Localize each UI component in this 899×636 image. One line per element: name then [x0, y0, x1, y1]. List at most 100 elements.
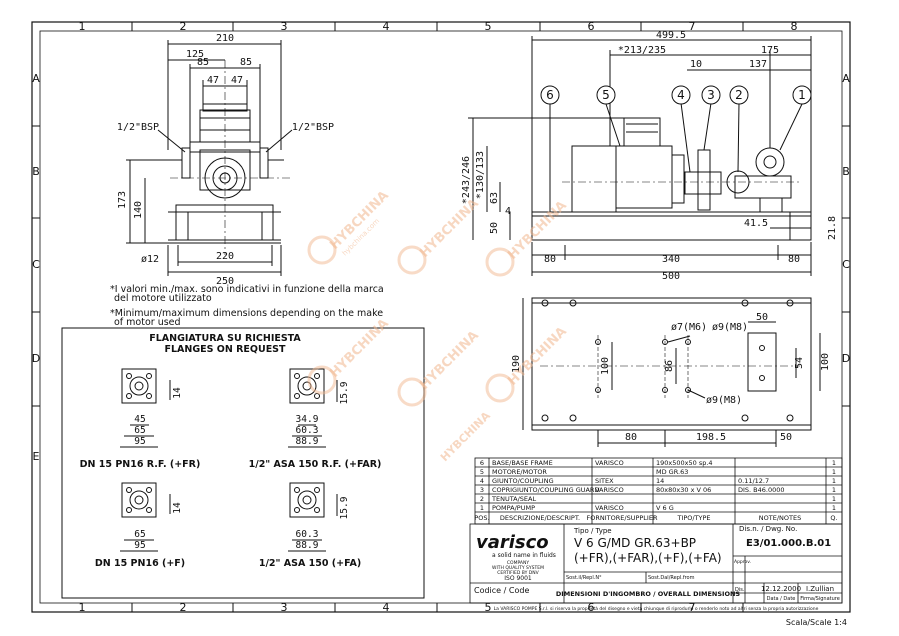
watermark: HYBCHINA hybchina.com HYBCHINA HYBCHINA … — [307, 188, 570, 464]
bom-header-supp: FORNITORE/SUPPLIER — [587, 514, 658, 522]
bom-type: 80x80x30 x V 06 — [656, 486, 711, 494]
dim-85-right: 85 — [240, 57, 252, 68]
drawing-signature: I.Zullian — [806, 585, 834, 593]
dwg-number: E3/01.000.B.01 — [746, 538, 831, 549]
dim-243-246: *243/246 — [461, 156, 472, 204]
bom-desc: COPRIGIUNTO/COUPLING GUARD — [492, 486, 599, 494]
dim-41-5: 41.5 — [744, 218, 768, 229]
f2-d2: 60.3 — [296, 425, 319, 436]
bom-q: 1 — [832, 486, 836, 494]
balloon-3: 3 — [707, 88, 715, 102]
dim-50-plan: 50 — [780, 432, 792, 443]
dim-190: 190 — [511, 355, 522, 373]
dis-label: Dis. — [735, 587, 745, 593]
dim-50-top: 50 — [756, 312, 768, 323]
f3-d3: 95 — [134, 540, 145, 551]
note-it-1: *I valori min./max. sono indicativi in f… — [110, 284, 384, 295]
watermark-logo-icon — [485, 373, 515, 403]
bom-header-desc: DESCRIZIONE/DESCRIPT. — [500, 514, 580, 522]
col-label: 4 — [383, 601, 390, 614]
f1-d2: 65 — [134, 425, 145, 436]
bom-q: 1 — [832, 495, 836, 503]
port-right: 1/2"BSP — [292, 122, 334, 133]
watermark-brand: HYBCHINA — [438, 409, 493, 464]
frame-column-labels: 1 2 3 4 5 6 7 8 1 2 3 4 5 6 7 — [79, 20, 798, 614]
f4-d3: 88.9 — [296, 540, 319, 551]
note-en-2: of motor used — [114, 317, 181, 328]
balloon-1: 1 — [798, 88, 806, 102]
bom-header-note: NOTE/NOTES — [759, 514, 801, 522]
signature-label: Firma/Signature — [800, 596, 840, 602]
watermark-logo-icon — [307, 365, 337, 395]
bom-desc: BASE/BASE FRAME — [492, 459, 553, 467]
cert-line-3: CERTIFIED BY DNV — [497, 570, 539, 576]
bom-row: 4 GIUNTO/COUPLING SITEX 14 0.11/12.7 1 — [480, 477, 836, 485]
f1-d3: 95 — [134, 436, 145, 447]
bom-table: 6 BASE/BASE FRAME VARISCO 190x500x50 sp.… — [474, 459, 837, 522]
bom-header-pos: POS. — [474, 514, 489, 522]
replaced-from-label: Sost.Dal/Repl.from — [648, 575, 695, 581]
f2-d3: 88.9 — [296, 436, 319, 447]
dim-499-5: 499.5 — [656, 30, 686, 41]
side-view-geometry — [126, 40, 293, 276]
watermark-logo-icon — [397, 245, 427, 275]
bom-header-q: Q. — [830, 514, 837, 522]
bom-q: 1 — [832, 468, 836, 476]
balloon-6: 6 — [546, 88, 554, 102]
dim-85-left: 85 — [197, 57, 209, 68]
hole-m8-top: ø9(M8) — [712, 322, 748, 333]
bom-row: 1 POMPA/PUMP VARISCO V 6 G 1 — [480, 504, 836, 512]
bom-q: 1 — [832, 504, 836, 512]
bom-pos: 4 — [480, 477, 484, 485]
hole-m6: ø7(M6) — [671, 322, 707, 333]
cert-line-4: ISO 9001 — [504, 575, 532, 582]
row-label: D — [842, 352, 850, 365]
dim-250: 250 — [216, 276, 234, 287]
col-label: 2 — [180, 20, 187, 33]
row-label: A — [842, 72, 850, 85]
row-label: E — [33, 450, 40, 463]
row-label: A — [32, 72, 40, 85]
col-label: 4 — [383, 20, 390, 33]
col-label: 3 — [281, 20, 288, 33]
dim-130-133: *130/133 — [475, 151, 486, 199]
front-view-labels: 6 5 4 3 2 1 499.5 *213/235 10 175 137 *2… — [461, 30, 838, 282]
dim-80-left: 80 — [544, 254, 556, 265]
f3-h: 14 — [172, 502, 183, 514]
hole-m8-bottom: ø9(M8) — [706, 395, 742, 406]
dim-137: 137 — [749, 59, 767, 70]
logo-subtitle: a solid name in fluids — [492, 552, 556, 559]
title-block: varisco a solid name in fluids COMPANY W… — [474, 525, 847, 627]
bom-supp: VARISCO — [595, 459, 624, 467]
tipo-line-2: (+FR),(+FAR),(+F),(+FA) — [574, 551, 722, 565]
col-label: 3 — [281, 601, 288, 614]
dim-340: 340 — [662, 254, 680, 265]
f4-label: 1/2" ASA 150 (+FA) — [259, 558, 361, 569]
bom-type: MD GR.63 — [656, 468, 688, 476]
watermark-brand: HYBCHINA — [417, 196, 482, 261]
dim-86: 86 — [664, 360, 675, 372]
col-label: 6 — [588, 601, 595, 614]
col-label: 1 — [79, 20, 86, 33]
varisco-logo: varisco — [476, 532, 549, 553]
f1-d1: 45 — [134, 414, 145, 425]
bom-row: 5 MOTORE/MOTOR MD GR.63 1 — [480, 468, 836, 476]
dim-21-8: 21.8 — [827, 216, 838, 240]
row-label: B — [842, 165, 850, 178]
f1-h: 14 — [172, 387, 183, 399]
dim-175: 175 — [761, 45, 779, 56]
dim-10: 10 — [690, 59, 702, 70]
bom-supp: SITEX — [595, 477, 614, 485]
bom-supp: VARISCO — [595, 486, 624, 494]
bom-desc: MOTORE/MOTOR — [492, 468, 547, 476]
bom-type: 190x500x50 sp.4 — [656, 459, 713, 467]
dim-100-left: 100 — [600, 357, 611, 375]
col-label: 2 — [180, 601, 187, 614]
bom-desc: POMPA/PUMP — [492, 504, 535, 512]
port-left: 1/2"BSP — [117, 122, 159, 133]
bom-q: 1 — [832, 459, 836, 467]
bom-note: DIS. B46.0000 — [738, 486, 785, 494]
dim-140: 140 — [133, 201, 144, 219]
flanges-title-it: FLANGIATURA SU RICHIESTA — [149, 333, 301, 344]
